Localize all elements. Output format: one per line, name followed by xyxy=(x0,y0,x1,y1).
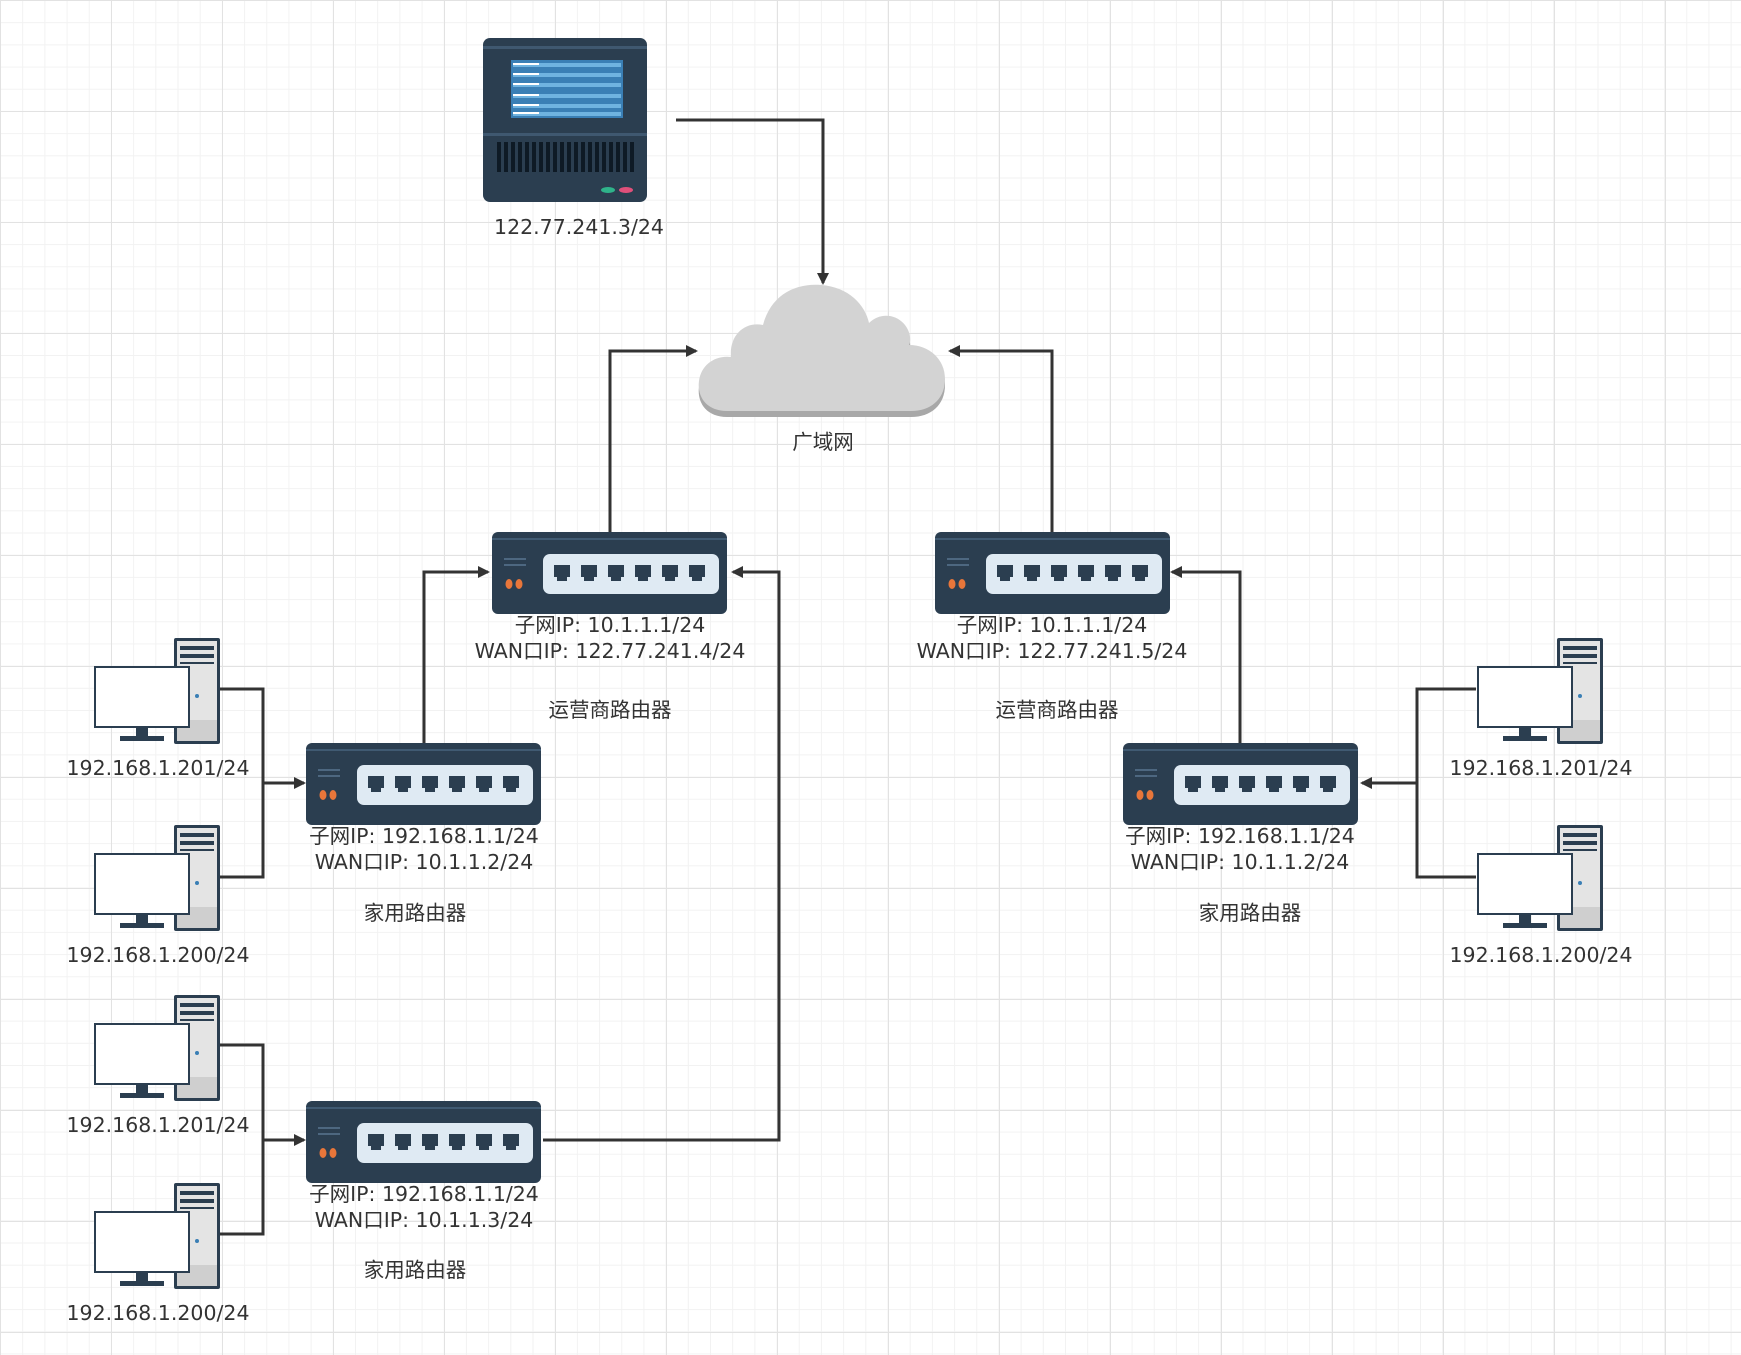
home-left-bottom-wan-ip: WAN口IP: 10.1.1.3/24 xyxy=(314,1208,534,1232)
pc-right-1-ip: 192.168.1.201/24 xyxy=(1449,756,1633,780)
cloud-label: 广域网 xyxy=(792,430,854,454)
pc-right-2-ip: 192.168.1.200/24 xyxy=(1449,943,1633,967)
pc-left-top-1-icon xyxy=(94,638,220,744)
edge-pc-lb1 xyxy=(220,1043,265,1140)
pc-left-top-1-device xyxy=(94,638,224,750)
router-home-right-device xyxy=(1123,743,1358,829)
edge-pc-lt1 xyxy=(220,687,265,783)
router-home-right-icon xyxy=(1123,743,1358,825)
router-home-left-bottom-icon xyxy=(306,1101,541,1183)
pc-left-bottom-2-icon xyxy=(94,1183,220,1289)
pc-left-bottom-2-ip: 192.168.1.200/24 xyxy=(66,1301,250,1325)
home-right-caption: 家用路由器 xyxy=(1198,901,1302,925)
router-isp-right-icon xyxy=(935,532,1170,614)
edge-home-left-top-to-isp-left xyxy=(422,566,490,743)
edge-pc-r1 xyxy=(1415,687,1476,783)
edge-pc-lt2 xyxy=(220,783,265,879)
pc-left-bottom-1-ip: 192.168.1.201/24 xyxy=(66,1113,250,1137)
edge-pc-r2 xyxy=(1415,783,1476,879)
home-right-subnet-ip: 子网IP: 192.168.1.1/24 xyxy=(1125,824,1355,848)
pc-right-1-icon xyxy=(1477,638,1603,744)
pc-left-top-2-icon xyxy=(94,825,220,931)
router-isp-left-icon xyxy=(492,532,727,614)
isp-right-wan-ip: WAN口IP: 122.77.241.5/24 xyxy=(916,639,1188,663)
edge-home-left-bottom-to-isp-left xyxy=(543,566,781,1142)
pc-right-1-device xyxy=(1477,638,1607,750)
server-ip-label: 122.77.241.3/24 xyxy=(494,215,664,239)
home-left-bottom-caption: 家用路由器 xyxy=(363,1258,467,1282)
router-isp-left-device xyxy=(492,532,727,618)
home-left-bottom-subnet-ip: 子网IP: 192.168.1.1/24 xyxy=(309,1182,539,1206)
edge-isp-left-to-cloud xyxy=(608,345,698,532)
home-left-top-caption: 家用路由器 xyxy=(363,901,467,925)
pc-right-2-device xyxy=(1477,825,1607,937)
home-left-top-wan-ip: WAN口IP: 10.1.1.2/24 xyxy=(314,850,534,874)
pc-left-bottom-1-device xyxy=(94,995,224,1107)
router-home-left-top-device xyxy=(306,743,541,829)
isp-right-caption: 运营商路由器 xyxy=(995,698,1119,722)
pc-right-2-icon xyxy=(1477,825,1603,931)
edge-home-right-to-isp-right xyxy=(1170,566,1242,743)
home-right-wan-ip: WAN口IP: 10.1.1.2/24 xyxy=(1130,850,1350,874)
isp-right-subnet-ip: 子网IP: 10.1.1.1/24 xyxy=(956,613,1148,637)
isp-left-caption: 运营商路由器 xyxy=(548,698,672,722)
server-icon xyxy=(483,38,647,202)
router-isp-right-device xyxy=(935,532,1170,618)
pc-left-top-1-ip: 192.168.1.201/24 xyxy=(66,756,250,780)
isp-left-wan-ip: WAN口IP: 122.77.241.4/24 xyxy=(474,639,746,663)
edge-isp-right-to-cloud xyxy=(948,345,1054,532)
home-left-top-subnet-ip: 子网IP: 192.168.1.1/24 xyxy=(309,824,539,848)
pc-left-top-2-ip: 192.168.1.200/24 xyxy=(66,943,250,967)
edge-pc-lb2 xyxy=(220,1140,265,1236)
router-home-left-top-icon xyxy=(306,743,541,825)
router-home-left-bottom-device xyxy=(306,1101,541,1187)
pc-left-top-2-device xyxy=(94,825,224,937)
isp-left-subnet-ip: 子网IP: 10.1.1.1/24 xyxy=(514,613,706,637)
cloud-icon xyxy=(698,284,945,417)
pc-left-bottom-1-icon xyxy=(94,995,220,1101)
pc-left-bottom-2-device xyxy=(94,1183,224,1295)
edge-server-to-cloud xyxy=(676,118,829,285)
